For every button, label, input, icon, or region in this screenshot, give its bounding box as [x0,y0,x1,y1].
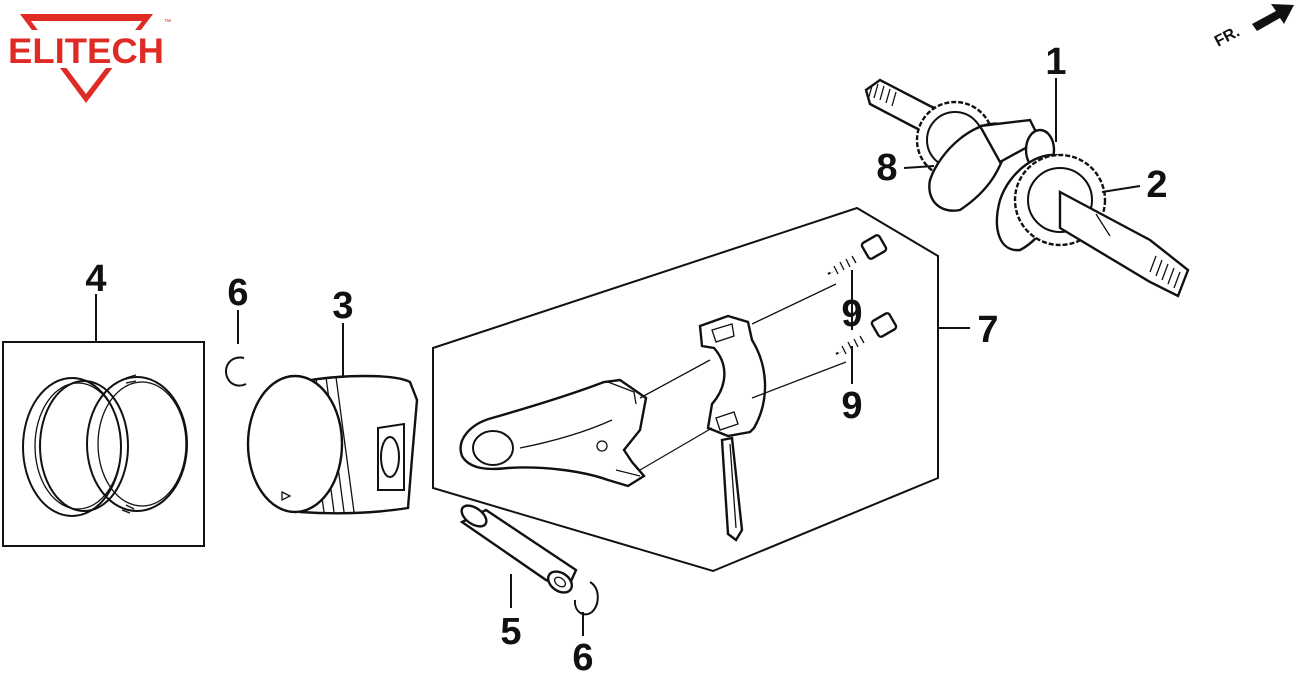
connecting-rod-bolt-lower [835,312,898,355]
piston-pin-clip-upper [225,356,247,387]
front-direction-indicator: FR. [1212,4,1294,51]
callout-3: 3 [332,285,353,327]
front-arrow-icon [1252,4,1294,31]
callout-9-lower: 9 [841,385,862,427]
front-direction-label: FR. [1212,23,1243,50]
connecting-rod [459,378,648,488]
callout-7: 7 [977,309,998,351]
connecting-rod-cap [698,314,767,542]
crankshaft [864,78,1190,298]
piston-ring-set-group [2,341,205,547]
leader-lines [95,78,1141,636]
piston-pin [459,504,578,594]
piston-pin-clip-lower [573,581,599,616]
callout-9-upper: 9 [841,293,862,335]
callout-5: 5 [500,611,521,653]
connecting-rod-bolt-upper [827,234,888,275]
piston [246,374,419,515]
elitech-logo: ELITECH ™ [4,14,171,103]
piston-ring-box [2,341,205,547]
callout-2: 2 [1146,164,1167,206]
callout-8: 8 [876,147,897,189]
assembly-guide-lines [639,283,847,471]
connecting-rod-assembly-outline [432,206,939,573]
callout-6-upper: 6 [227,272,248,314]
logo-trademark: ™ [164,19,171,26]
callout-6-lower: 6 [572,637,593,673]
piston-ring-set [22,374,188,517]
logo-wordmark: ELITECH [8,32,164,71]
callout-1: 1 [1045,41,1066,83]
callout-4: 4 [85,258,106,300]
callout-labels: 1 2 3 4 5 6 6 7 8 9 9 [85,41,1167,673]
